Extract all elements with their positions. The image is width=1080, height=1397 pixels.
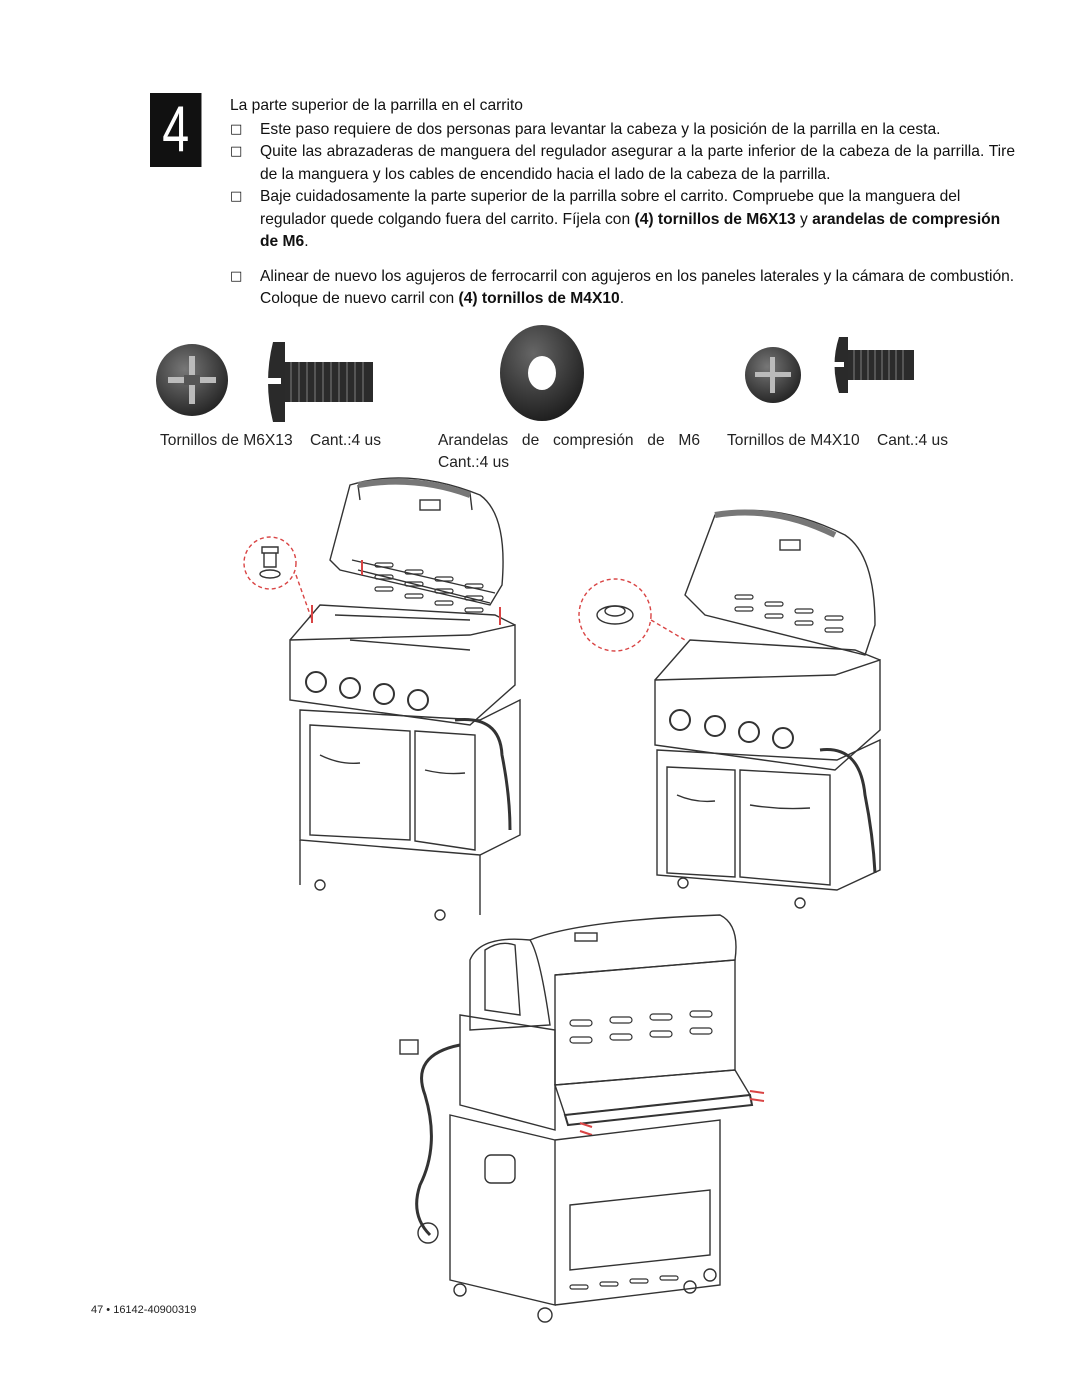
page-footer: 47 • 16142-40900319 bbox=[91, 1304, 197, 1316]
part-reference: (4) tornillos de M4X10 bbox=[458, 290, 620, 307]
part-reference: arandelas de compresión de M6 bbox=[260, 210, 1001, 251]
hardware-parts-row: Tornillos de M6X13 Cant.:4 us Arandelas … bbox=[0, 320, 1080, 480]
part-label-m4x10: Tornillos de M4X10 Cant.:4 us bbox=[727, 432, 949, 449]
instructions-section: La parte superior de la parrilla en el c… bbox=[230, 95, 1015, 311]
grill-head-on-cart-diagram bbox=[243, 477, 521, 921]
compression-washer-icon bbox=[500, 325, 584, 421]
part-reference: (4) tornillos de M6X13 bbox=[634, 210, 796, 228]
m6x13-screw-side-icon bbox=[267, 342, 373, 422]
instruction-item: □Baje cuidadosamente la parte superior d… bbox=[230, 188, 1001, 251]
part-label-m6x13: Tornillos de M6X13 Cant.:4 us bbox=[160, 432, 382, 449]
checkbox-bullet-icon: □ bbox=[230, 268, 243, 284]
m6x13-screw-head-icon bbox=[156, 344, 228, 416]
m4x10-screw-side-icon bbox=[834, 337, 914, 393]
instruction-item: □ Alinear de nuevo los agujeros de ferro… bbox=[230, 267, 1015, 308]
instruction-item: □Este paso requiere de dos personas para… bbox=[230, 119, 1015, 142]
checkbox-bullet-icon: □ bbox=[230, 189, 243, 204]
checkbox-bullet-icon: □ bbox=[230, 121, 243, 137]
part-label-m6-washer: Arandelas de compresión de M6 Cant.:4 us bbox=[438, 432, 709, 471]
step-title: La parte superior de la parrilla en el c… bbox=[230, 97, 523, 114]
instruction-item: □Quite las abrazaderas de manguera del r… bbox=[230, 143, 1015, 183]
assembled-grill-detail-diagram bbox=[578, 509, 881, 909]
step-number-box: 4 bbox=[150, 93, 202, 167]
rear-rail-installation-diagram bbox=[399, 914, 765, 1323]
checkbox-bullet-icon: □ bbox=[230, 144, 243, 159]
m4x10-screw-head-icon bbox=[745, 347, 801, 403]
step-number: 4 bbox=[162, 93, 190, 166]
